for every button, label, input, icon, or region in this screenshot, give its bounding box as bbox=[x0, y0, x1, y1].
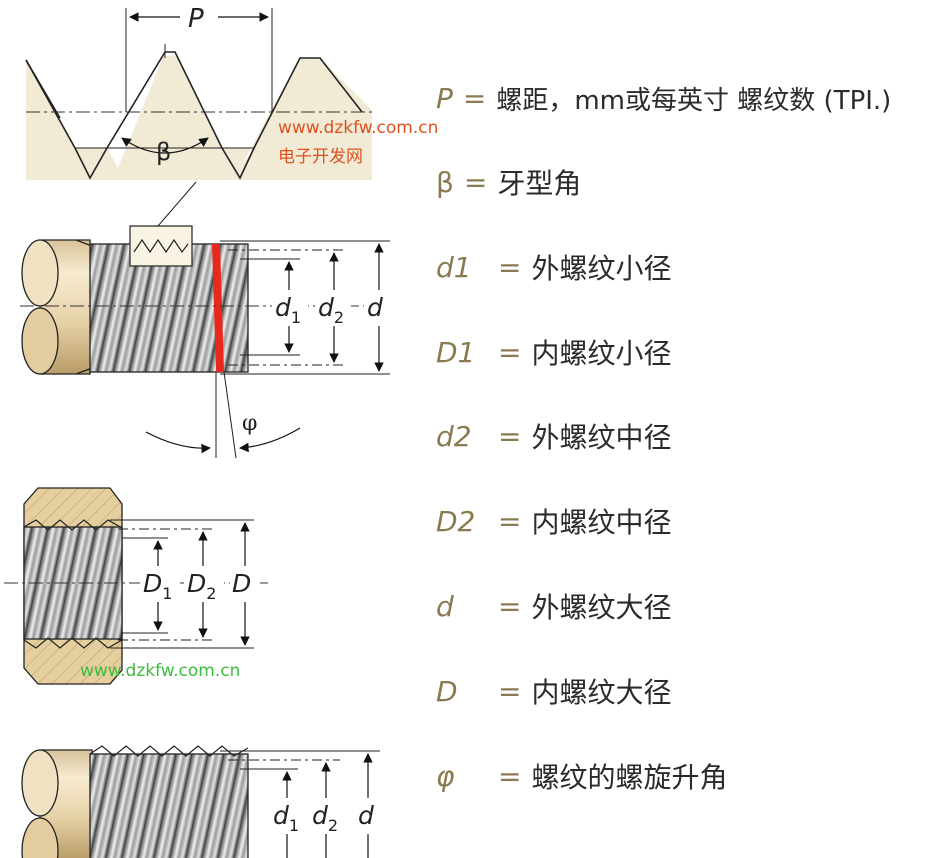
label-d-bottom: d bbox=[358, 801, 374, 830]
legend-equals: = bbox=[498, 674, 522, 708]
label-D: D bbox=[232, 569, 251, 598]
legend-equals: = bbox=[498, 250, 522, 284]
watermark-top-url: www.dzkfw.com.cn bbox=[278, 118, 439, 138]
legend-desc: 内螺纹小径 bbox=[531, 337, 672, 370]
external-thread-bottom: d1 d2 d bbox=[21, 745, 383, 858]
legend-desc: 螺距，mm或每英寸 螺纹数 (TPI.) bbox=[496, 85, 892, 116]
legend-row-d: d = 外螺纹大径 bbox=[436, 586, 671, 626]
legend-symbol: d2 bbox=[436, 419, 472, 453]
legend-desc: 外螺纹中径 bbox=[531, 421, 672, 454]
legend-equals: = bbox=[462, 81, 487, 115]
angle-arc bbox=[121, 137, 209, 154]
legend-desc: 外螺纹小径 bbox=[531, 252, 672, 285]
legend-symbol: d bbox=[436, 589, 454, 623]
label-d2-bottom: d2 bbox=[312, 801, 338, 835]
legend-symbol: β bbox=[436, 165, 454, 199]
profile-window bbox=[129, 225, 193, 267]
watermark-bottom-url: www.dzkfw.com.cn bbox=[80, 661, 241, 681]
lead-angle-label: φ bbox=[242, 411, 257, 436]
legend-equals: = bbox=[498, 419, 522, 453]
legend-equals: = bbox=[463, 165, 488, 199]
internal-thread: D1 D2 D bbox=[4, 487, 270, 685]
legend-row-D: D = 内螺纹大径 bbox=[436, 671, 671, 711]
label-d: d bbox=[367, 293, 383, 322]
legend-desc: 内螺纹大径 bbox=[531, 676, 672, 709]
thread-profile: P β bbox=[25, 4, 372, 227]
legend-row-phi: φ = 螺纹的螺旋升角 bbox=[436, 756, 727, 796]
label-D2: D2 bbox=[187, 569, 216, 603]
external-thread: d1 d2 d φ bbox=[20, 225, 392, 459]
legend-equals: = bbox=[498, 759, 522, 793]
legend-symbol: d1 bbox=[436, 250, 472, 284]
legend-desc: 外螺纹大径 bbox=[531, 591, 672, 624]
legend-row-beta: β = 牙型角 bbox=[436, 162, 581, 202]
watermark-top-name: 电子开发网 bbox=[278, 147, 363, 167]
legend-row-D2: D2 = 内螺纹中径 bbox=[436, 501, 671, 541]
label-d1-bottom: d1 bbox=[273, 801, 299, 835]
thread-diagram: P β d1 d2 d bbox=[4, 4, 392, 858]
label-D1: D1 bbox=[143, 569, 172, 603]
pitch-label: P bbox=[188, 4, 204, 34]
legend-row-D1: D1 = 内螺纹小径 bbox=[436, 332, 671, 372]
legend-symbol: φ bbox=[436, 759, 455, 793]
legend-desc: 内螺纹中径 bbox=[531, 506, 672, 539]
legend-symbol: D2 bbox=[436, 504, 476, 538]
profile-outline bbox=[25, 51, 363, 180]
angle-label: β bbox=[156, 138, 171, 166]
legend-equals: = bbox=[498, 504, 522, 538]
label-d2: d2 bbox=[318, 293, 344, 327]
label-d1: d1 bbox=[275, 293, 301, 327]
legend-equals: = bbox=[498, 335, 522, 369]
lead-angle-marker bbox=[212, 244, 224, 372]
legend-symbol: D1 bbox=[436, 335, 476, 369]
legend-equals: = bbox=[498, 589, 522, 623]
legend-row-d1: d1 = 外螺纹小径 bbox=[436, 247, 671, 287]
legend-symbol: D bbox=[436, 674, 458, 708]
legend-row-d2: d2 = 外螺纹中径 bbox=[436, 416, 671, 456]
legend-row-pitch: P = 螺距，mm或每英寸 螺纹数 (TPI.) bbox=[436, 78, 891, 118]
legend-symbol: P bbox=[436, 81, 453, 115]
legend-desc: 螺纹的螺旋升角 bbox=[531, 761, 728, 794]
legend-desc: 牙型角 bbox=[497, 167, 582, 200]
